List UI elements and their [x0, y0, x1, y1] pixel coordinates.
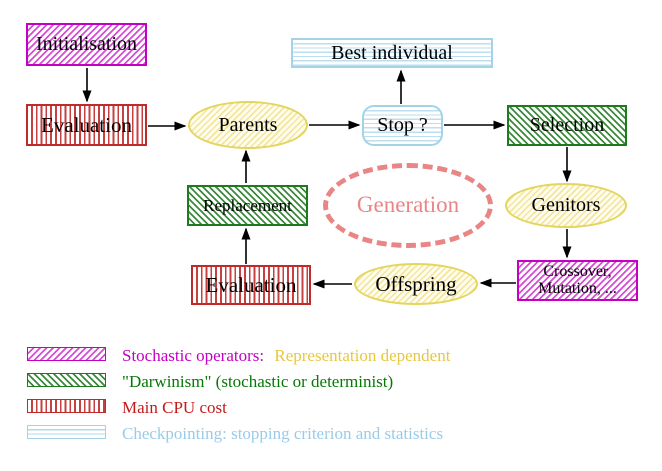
legend-label-main-cpu-cost: Main CPU cost — [122, 398, 227, 417]
node-best-individual: Best individual — [291, 38, 493, 68]
node-parents: Parents — [188, 101, 308, 149]
node-generation: Generation — [323, 163, 493, 248]
legend-swatch-darwinism — [27, 373, 106, 387]
legend-label-representation-dependent: Representation dependent — [274, 346, 451, 365]
node-initialisation: Initialisation — [26, 23, 147, 66]
crossover-line2: Mutation, ... — [538, 279, 617, 297]
node-evaluation-bottom: Evaluation — [191, 265, 311, 305]
node-replacement: Replacement — [187, 185, 308, 226]
node-evaluation-top: Evaluation — [26, 104, 147, 146]
legend-label-stochastic-operators: Stochastic operators: Representation dep… — [122, 346, 450, 366]
legend-swatch-stochastic-operators — [27, 347, 106, 361]
legend-label-checkpointing: Checkpointing: stopping criterion and st… — [122, 424, 444, 443]
legend-swatch-main-cpu-cost — [27, 399, 106, 413]
node-crossover-mutation: Crossover, Mutation, ... — [517, 260, 638, 301]
legend-swatch-checkpointing — [27, 425, 106, 439]
legend-label-darwinism: "Darwinism" (stochastic or determinist) — [122, 372, 394, 391]
node-offspring: Offspring — [354, 263, 478, 305]
node-genitors: Genitors — [505, 183, 627, 228]
legend-label-stochastic-operators-text: Stochastic operators: — [122, 346, 265, 365]
crossover-line1: Crossover, — [543, 262, 612, 280]
node-selection: Selection — [507, 105, 627, 146]
node-stop: Stop ? — [362, 105, 443, 146]
